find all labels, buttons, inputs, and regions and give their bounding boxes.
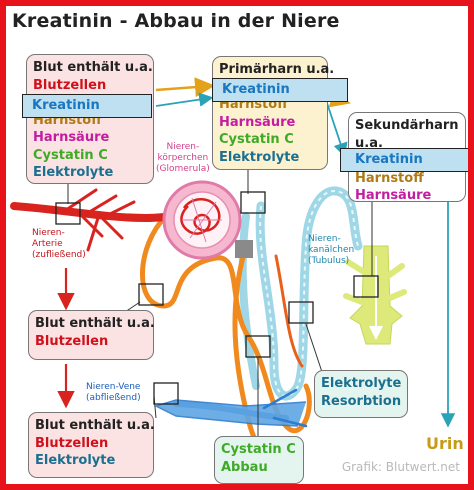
primary-urine-heading: Primärharn u.a. (219, 62, 335, 77)
blood-output-item-blutzellen: Blutzellen (35, 435, 109, 451)
blood-output-item-elektrolyte: Elektrolyte (35, 453, 116, 468)
tubulus-label-line1: Nieren- (308, 234, 341, 244)
cystatin-breakdown-line1: Cystatin C (221, 442, 296, 457)
graphic-credit: Grafik: Blutwert.net (341, 460, 460, 474)
vein-label-line1: Nieren-Vene (86, 382, 141, 392)
glomerulus (162, 180, 242, 260)
kreatinin-highlight-secondary: Kreatinin (340, 148, 468, 172)
grey-marker (235, 240, 253, 258)
glomerulus-label-line3: (Glomerula) (156, 164, 210, 174)
blood-input-item-blutzellen: Blutzellen (33, 77, 107, 93)
kidney-illustration (10, 77, 456, 479)
glomerulus-label: Nieren- körperchen (Glomerula) (156, 142, 210, 175)
kreatinin-highlight-primary: Kreatinin (212, 78, 348, 102)
primary-urine-item-elektrolyte: Elektrolyte (219, 149, 300, 165)
secondary-urine-item-harnstoff: Harnstoff (355, 170, 424, 186)
blood-input-item-cystatin: Cystatin C (33, 147, 108, 163)
blood-output-heading: Blut enthält u.a. (35, 418, 155, 433)
blood-input-item-elektrolyte: Elektrolyte (33, 165, 114, 180)
diagram-title: Kreatinin - Abbau in der Niere (12, 10, 340, 32)
electrolyte-resorption-line2: Resorbtion (321, 393, 402, 409)
collecting-duct (343, 245, 407, 345)
primary-urine-box: Primärharn u.a. Kreatinin Harnstoff Harn… (212, 56, 335, 170)
tubulus-label-line2: kanälchen (308, 245, 355, 255)
tubulus (238, 186, 363, 401)
blood-input-item-harnsaeure: Harnsäure (33, 130, 110, 145)
urine-label: Urin (426, 434, 464, 453)
electrolyte-resorption-line1: Elektrolyte (321, 376, 402, 391)
secondary-urine-heading-1: Sekundärharn (355, 118, 459, 133)
glomerulus-label-line1: Nieren- (166, 142, 200, 152)
renal-vein (153, 388, 308, 428)
cystatin-breakdown-box: Cystatin C Abbau (214, 436, 304, 484)
cystatin-breakdown-line2: Abbau (221, 459, 268, 475)
blood-mid-box: Blut enthält u.a. Blutzellen (28, 310, 155, 360)
artery-label: Nieren- Arterie (zufließend) (32, 228, 86, 261)
secondary-kreatinin-label: Kreatinin (355, 152, 423, 167)
artery-label-line2: Arterie (32, 239, 63, 249)
vein-label-line2: (abfließend) (86, 393, 141, 403)
kreatinin-highlight-blood: Kreatinin (22, 94, 152, 118)
artery-label-line3: (zufließend) (32, 250, 86, 260)
blood-input-heading: Blut enthält u.a. (33, 60, 153, 75)
primary-urine-item-harnsaeure: Harnsäure (219, 114, 296, 130)
electrolyte-resorption-box: Elektrolyte Resorbtion (314, 370, 408, 418)
artery-label-line1: Nieren- (32, 228, 65, 238)
tubulus-label: Nieren- kanälchen (Tubulus) (308, 234, 354, 267)
blood-mid-item-blutzellen: Blutzellen (35, 333, 109, 349)
vein-label: Nieren-Vene (abfließend) (86, 382, 141, 404)
blood-mid-heading: Blut enthält u.a. (35, 316, 155, 331)
blood-input-box: Blut enthält u.a. Blutzellen Kreatinin H… (26, 54, 154, 184)
blood-output-box: Blut enthält u.a. Blutzellen Elektrolyte (28, 412, 155, 478)
glomerulus-label-line2: körperchen (157, 153, 209, 163)
blood-kreatinin-label: Kreatinin (32, 98, 100, 113)
secondary-urine-item-harnsaeure: Harnsäure (355, 188, 432, 203)
secondary-urine-heading-2: u.a. (355, 135, 383, 151)
primary-kreatinin-label: Kreatinin (222, 82, 290, 97)
primary-urine-item-cystatin: Cystatin C (219, 132, 294, 147)
tubulus-label-line3: (Tubulus) (308, 256, 350, 266)
